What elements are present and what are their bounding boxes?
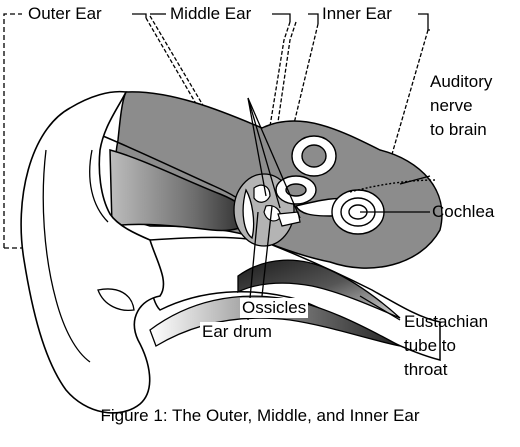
label-outer-ear: Outer Ear [26, 4, 104, 24]
label-eustachian-line-2: tube to [404, 336, 456, 355]
label-inner-ear: Inner Ear [320, 4, 394, 24]
label-auditory-line-1: Auditory [430, 72, 493, 91]
ossicles-shape [253, 184, 301, 227]
eustachian-tube-shape [237, 259, 401, 319]
label-ossicles: Ossicles [240, 298, 309, 318]
label-eustachian-line-1: Eustachian [404, 312, 489, 331]
pointer-lines [247, 97, 431, 321]
figure-caption: Figure 1: The Outer, Middle, and Inner E… [100, 406, 420, 425]
label-middle-ear: Middle Ear [168, 4, 254, 24]
throat-shape [149, 295, 401, 347]
ear-drum-shape [242, 188, 255, 240]
auditory-nerve-shape [349, 179, 437, 193]
label-auditory-line-3: to brain [430, 120, 487, 139]
label-cochlea: Cochlea [432, 202, 495, 221]
pinna [20, 90, 165, 414]
label-eustachian-line-3: throat [404, 360, 448, 379]
label-ear-drum: Ear drum [200, 322, 274, 342]
label-auditory-line-2: nerve [430, 96, 473, 115]
